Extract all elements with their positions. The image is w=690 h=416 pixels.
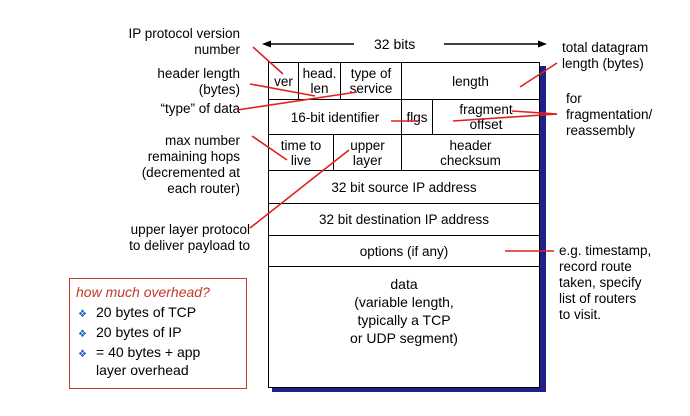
- overhead-item: ❖20 bytes of IP: [78, 324, 182, 343]
- label-header-length: header length(bytes): [157, 66, 240, 97]
- overhead-item: ❖20 bytes of TCP: [78, 304, 196, 323]
- field-dst-ip: 32 bit destination IP address: [268, 203, 540, 236]
- overhead-title: how much overhead?: [76, 284, 210, 300]
- field-src-ip: 32 bit source IP address: [268, 170, 540, 204]
- field-ver: ver: [268, 62, 299, 100]
- field-length: length: [401, 62, 540, 100]
- bits-label: 32 bits: [374, 36, 416, 52]
- diamond-bullet-icon: ❖: [78, 329, 87, 340]
- label-type-of-data: “type” of data: [160, 101, 240, 116]
- field-head-len: head.len: [298, 62, 341, 100]
- overhead-box: how much overhead? ❖20 bytes of TCP ❖20 …: [69, 278, 247, 389]
- diamond-bullet-icon: ❖: [78, 309, 87, 320]
- label-options-note: e.g. timestamp,record route taken, speci…: [559, 243, 652, 322]
- field-identifier: 16-bit identifier: [268, 99, 402, 135]
- overhead-item: layer overhead: [96, 362, 189, 378]
- field-flags: flgs: [401, 99, 433, 135]
- diamond-bullet-icon: ❖: [78, 349, 87, 360]
- field-options: options (if any): [268, 235, 540, 267]
- overhead-item: ❖= 40 bytes + app: [78, 344, 200, 363]
